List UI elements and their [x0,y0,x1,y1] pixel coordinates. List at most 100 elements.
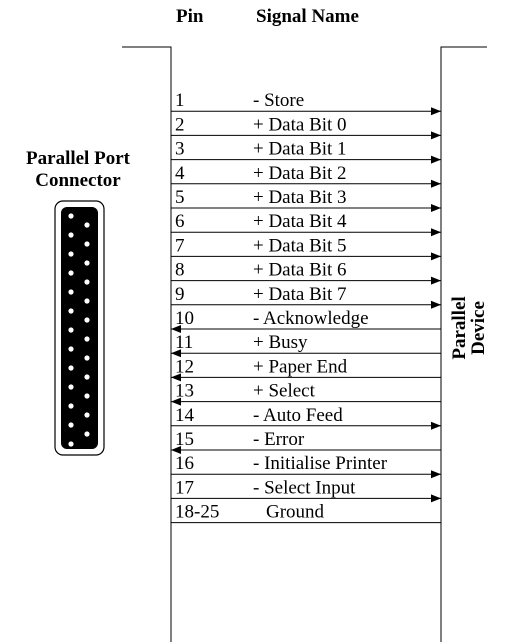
connector-label-line-1: Parallel Port [26,148,130,169]
arrow-to-device [431,494,441,503]
pin-number: 3 [175,139,185,160]
signal-name: + Data Bit 2 [253,163,347,184]
pin-row: 4 + Data Bit 2 [171,163,441,188]
signal-name: + Data Bit 4 [253,211,347,232]
pin-row: 8 + Data Bit 6 [171,260,441,285]
arrow-to-device [431,470,441,479]
arrow-to-port [171,349,181,358]
pin-number: 10 [175,308,194,329]
pin-row: 18-25 Ground [171,502,441,524]
connector-pin [68,232,74,238]
connector-pin [84,241,90,247]
arrow-to-device [431,179,441,188]
pin-row: 9+ Data Bit 7 [171,284,441,309]
signal-name: + Data Bit 3 [253,187,347,208]
pin-row: 5 + Data Bit 3 [171,187,441,212]
pin-number: 9 [175,284,185,305]
connector-pin [68,308,74,314]
connector-pin [84,412,90,418]
signal-name: Ground [266,502,325,523]
arrow-to-device [431,228,441,237]
pin-number: 18-25 [175,502,219,523]
pin-row: 17 - Select Input [171,477,441,503]
signal-name: - Store [253,90,304,111]
signal-name: - Auto Feed [253,405,343,426]
signal-name: - Initialise Printer [253,453,388,474]
pin-row: 7 + Data Bit 5 [171,235,441,261]
signal-column-header: Signal Name [256,6,359,27]
pin-number: 12 [175,356,194,377]
connector-pin [84,317,90,323]
connector-pin [68,270,74,276]
signal-name: - Select Input [253,477,356,498]
arrow-to-device [431,155,441,164]
pin-row: 14 - Auto Feed [171,405,441,430]
connector-pin [68,422,74,428]
db25-connector-icon [54,200,105,456]
connector-pin [84,298,90,304]
signal-name: + Data Bit 6 [253,260,347,281]
connector-pin [68,403,74,409]
arrow-to-device [431,300,441,309]
pin-number: 6 [175,211,185,232]
pin-number: 1 [175,90,185,111]
pin-row: 1 - Store [171,90,441,116]
pin-row: 13+ Select [171,381,441,406]
pin-number: 7 [175,235,185,256]
pin-rows: 1 - Store 2 + Data Bit 0 3 + Data Bit 1 4 + Dat… [171,90,441,524]
connector-pin [68,365,74,371]
signal-name: + Paper End [253,356,348,377]
arrow-to-port [171,397,181,406]
arrow-to-port [171,373,181,382]
connector-pin [84,393,90,399]
pin-number: 13 [175,381,194,402]
pin-row: 10 - Acknowledge [171,308,441,333]
connector-pin [84,222,90,228]
connector-label-line-2: Connector [35,170,121,191]
pin-row: 3 + Data Bit 1 [171,139,441,164]
pin-row: 16 - Initialise Printer [171,453,441,479]
arrow-to-device [431,107,441,116]
signal-name: + Busy [253,332,308,353]
pin-number: 2 [175,114,185,135]
connector-pin [68,441,74,447]
pin-number: 5 [175,187,185,208]
connector-pin [68,213,74,219]
pin-row: 2 + Data Bit 0 [171,114,441,140]
signal-name: - Error [253,429,305,450]
connector-pin [68,384,74,390]
pin-number: 8 [175,260,185,281]
arrow-to-device [431,204,441,212]
connector-pin [68,251,74,257]
connector-pin [84,374,90,380]
arrow-to-port [171,325,181,333]
pin-column-header: Pin [176,6,204,27]
pin-number: 16 [175,453,194,474]
pin-number: 4 [175,163,185,184]
signal-name: + Data Bit 5 [253,235,347,256]
pin-number: 14 [175,405,195,426]
pin-number: 11 [175,332,193,353]
connector-label: Parallel Port Connector [0,148,156,192]
pin-number: 15 [175,429,194,450]
arrow-to-port [171,446,181,454]
pin-row: 11 + Busy [171,332,441,358]
pin-row: 15 - Error [171,429,441,454]
arrow-to-device [431,131,441,140]
signal-name: - Acknowledge [253,308,369,329]
pin-row: 12 + Paper End [171,356,441,382]
connector-pin [84,260,90,266]
connector-pin [68,289,74,295]
signal-name: + Data Bit 1 [253,139,347,160]
arrow-to-device [431,421,441,430]
connector-pin [84,431,90,437]
connector-pin [84,355,90,361]
signal-name: + Data Bit 0 [253,114,347,135]
connector-pin [68,346,74,352]
connector-pin [68,327,74,333]
arrow-to-device [431,252,441,261]
connector-pin [84,279,90,285]
pin-number: 17 [175,477,194,498]
device-side-boundary [440,46,487,642]
